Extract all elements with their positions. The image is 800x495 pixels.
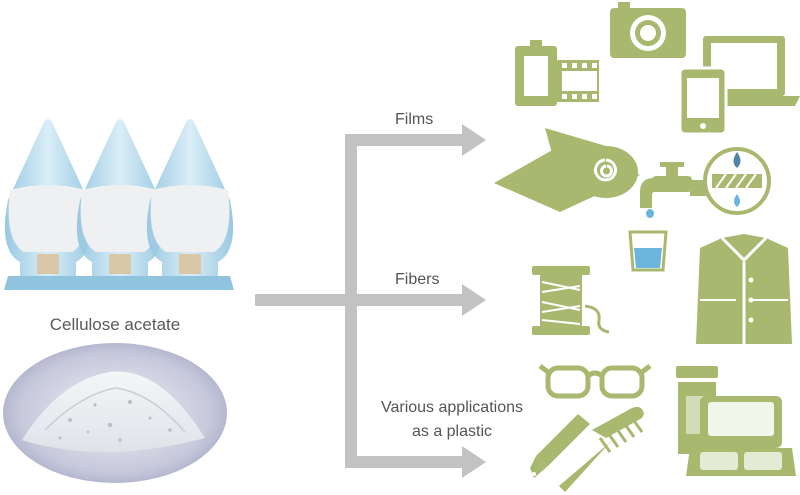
flask-right <box>146 119 234 290</box>
powder-sample-image <box>3 343 227 483</box>
smartphone-icon <box>678 66 728 136</box>
eyeglasses-icon <box>538 364 652 399</box>
plastic-label-line1: Various applications <box>380 399 523 416</box>
fibers-label: Fibers <box>395 271 440 288</box>
comb-icon <box>559 406 644 492</box>
fibers-arrow-shaft <box>345 294 463 306</box>
filter-membrane-icon <box>703 147 771 215</box>
films-arrow-shaft <box>345 134 463 146</box>
flow-arrows <box>255 124 486 478</box>
cellulose-acetate-caption: Cellulose acetate <box>49 315 181 334</box>
plastic-label-line2: as a plastic <box>411 423 493 440</box>
plastic-arrow-shaft <box>345 456 463 468</box>
films-arrow-head <box>462 124 486 156</box>
main-arrow-stem <box>255 294 355 306</box>
fountain-pen-icon <box>530 414 590 478</box>
water-glass-icon <box>628 230 668 272</box>
thread-spool-icon <box>532 266 610 335</box>
plastic-arrow-head <box>462 446 486 478</box>
film-roll-icon <box>515 40 599 106</box>
compact-case-icon <box>686 396 796 476</box>
films-label: Films <box>395 111 434 128</box>
flask-left <box>4 119 92 290</box>
camera-icon <box>610 2 686 58</box>
flask-middle <box>76 119 164 290</box>
shirt-icon <box>696 234 792 344</box>
rolled-sheet-icon <box>494 128 640 212</box>
fibers-arrow-head <box>462 284 486 316</box>
